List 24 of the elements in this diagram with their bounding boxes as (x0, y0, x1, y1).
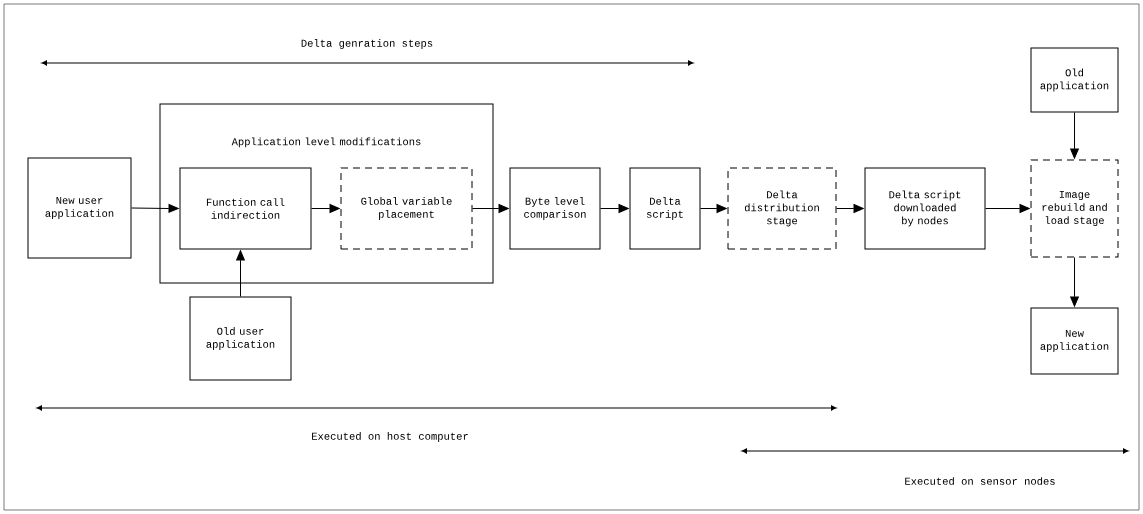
arrow (236, 250, 245, 297)
arrow (472, 204, 509, 213)
arrow (1070, 112, 1079, 159)
arrow (985, 204, 1030, 213)
arrow (700, 204, 727, 213)
process-box: Byte level comparison (509, 167, 601, 250)
arrow (131, 204, 179, 213)
span-label: Executed on sensor nodes (905, 477, 1055, 485)
process-box: Old application (1030, 47, 1119, 113)
process-box: Delta script downloaded by nodes (864, 167, 986, 250)
process-box: Delta script (629, 167, 701, 250)
process-box: Image rebuild and load stage (1030, 159, 1119, 258)
process-box: Old user application (189, 296, 292, 381)
process-box: New application (1030, 307, 1119, 375)
arrow (1070, 257, 1079, 307)
arrow (311, 204, 340, 213)
process-box: Delta distribution stage (727, 167, 837, 250)
span-label: Executed on host computer (312, 432, 468, 442)
process-box: New user application (27, 157, 132, 259)
process-box: Function call indirection (179, 167, 312, 250)
arrow (836, 204, 864, 213)
process-box: Global variable placement (340, 167, 473, 250)
arrow (600, 204, 629, 213)
span-label: Delta genration steps (301, 39, 433, 49)
